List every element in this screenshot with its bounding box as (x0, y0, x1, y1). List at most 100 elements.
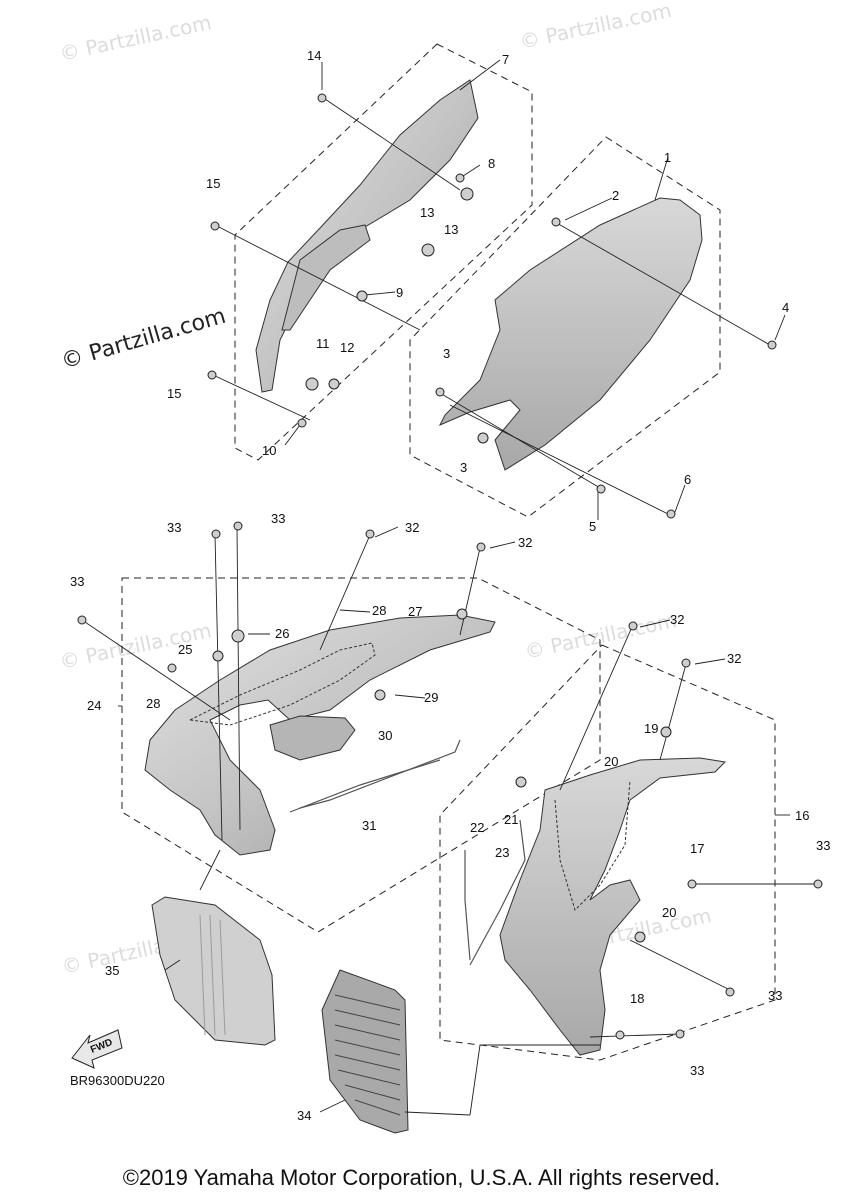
callout-15a: 15 (206, 176, 220, 191)
part-left-shroud-stitch (188, 642, 376, 726)
fastener-33f (675, 1029, 685, 1039)
fastener-14 (317, 93, 327, 103)
callout-14: 14 (307, 48, 321, 63)
fastener-32d (681, 658, 691, 668)
fastener-25 (212, 650, 224, 662)
callout-13a: 13 (420, 205, 434, 220)
callout-34: 34 (297, 1108, 311, 1123)
callout-20a: 20 (604, 754, 618, 769)
callout-22: 22 (470, 820, 484, 835)
callout-3a: 3 (443, 346, 450, 361)
callout-33e: 33 (768, 988, 782, 1003)
callout-16: 16 (795, 808, 809, 823)
strip-22 (464, 850, 471, 961)
fastener-19 (660, 726, 672, 738)
callout-26: 26 (275, 626, 289, 641)
callout-29: 29 (424, 690, 438, 705)
boundary-side-cover (409, 136, 721, 518)
copyright-notice: ©2019 Yamaha Motor Corporation, U.S.A. A… (122, 1165, 721, 1190)
fastener-15a (210, 221, 220, 231)
callout-24: 24 (87, 698, 101, 713)
callout-28a: 28 (372, 603, 386, 618)
fastener-29 (374, 689, 386, 701)
callout-35: 35 (105, 963, 119, 978)
callout-2: 2 (612, 188, 619, 203)
fastener-28 (167, 663, 177, 673)
strip-31 (289, 759, 441, 813)
part-side-cover (438, 197, 703, 471)
boundary-left-shroud (121, 577, 601, 933)
callout-13b: 13 (444, 222, 458, 237)
fastener-13a (460, 187, 474, 201)
callout-32a: 32 (405, 520, 419, 535)
callout-33b: 33 (271, 511, 285, 526)
fastener-20 (634, 931, 646, 943)
fastener-33c (77, 615, 87, 625)
callout-33f: 33 (690, 1063, 704, 1078)
callout-17: 17 (690, 841, 704, 856)
fastener-3b (477, 432, 489, 444)
boundary-right-shroud (439, 644, 776, 1061)
callout-31: 31 (362, 818, 376, 833)
part-left-shroud (144, 614, 496, 856)
callout-33a: 33 (167, 520, 181, 535)
part-radiator-louver-slats (334, 994, 401, 1116)
fastener-15b (207, 370, 217, 380)
part-left-shroud-inner (269, 715, 356, 761)
diagram-code: BR96300DU220 (70, 1073, 165, 1088)
fastener-11 (305, 377, 319, 391)
leader-lines (81, 59, 818, 1116)
part-radiator-guard-left-texture (199, 914, 226, 1036)
fastener-33e (725, 987, 735, 997)
callout-23: 23 (495, 845, 509, 860)
part-upper-cover (255, 79, 479, 393)
callout-4: 4 (782, 300, 789, 315)
fastener-32a (365, 529, 375, 539)
part-right-shroud-stitch (554, 779, 631, 911)
callout-27: 27 (408, 604, 422, 619)
callout-5: 5 (589, 519, 596, 534)
callout-3b: 3 (460, 460, 467, 475)
callout-1: 1 (664, 150, 671, 165)
fwd-arrow-icon: FWD (71, 1029, 123, 1069)
callout-33c: 33 (70, 574, 84, 589)
trim-strips (289, 739, 526, 966)
fasteners (77, 93, 823, 1040)
fastener-33d (813, 879, 823, 889)
fastener-6 (666, 509, 676, 519)
callout-32b: 32 (518, 535, 532, 550)
callout-32c: 32 (670, 612, 684, 627)
part-radiator-louver (321, 969, 409, 1134)
callout-28b: 28 (146, 696, 160, 711)
fastener-13b (421, 243, 435, 257)
fastener-17 (687, 879, 697, 889)
callout-33d: 33 (816, 838, 830, 853)
callout-7: 7 (502, 52, 509, 67)
callout-19: 19 (644, 721, 658, 736)
fastener-32c (628, 621, 638, 631)
fastener-33b (233, 521, 243, 531)
callout-15b: 15 (167, 386, 181, 401)
callout-30: 30 (378, 728, 392, 743)
fastener-5 (596, 484, 606, 494)
fastener-33a (211, 529, 221, 539)
callout-11: 11 (316, 336, 330, 351)
callout-6: 6 (684, 472, 691, 487)
strip-23 (469, 819, 526, 966)
strip-30 (299, 739, 461, 809)
callout-12: 12 (340, 340, 354, 355)
fastener-26 (231, 629, 245, 643)
fastener-9 (356, 290, 368, 302)
fastener-3a (435, 387, 445, 397)
fastener-32b (476, 542, 486, 552)
fastener-2 (551, 217, 561, 227)
fastener-21 (515, 776, 527, 788)
part-upper-cover-bracket (281, 224, 371, 331)
fastener-12 (328, 378, 340, 390)
callout-8: 8 (488, 156, 495, 171)
callout-labels: 1 2 3 3 4 5 6 7 8 9 10 11 12 13 13 14 15… (70, 48, 830, 1123)
callout-10: 10 (262, 443, 276, 458)
part-right-shroud (499, 757, 727, 1056)
callout-9: 9 (396, 285, 403, 300)
